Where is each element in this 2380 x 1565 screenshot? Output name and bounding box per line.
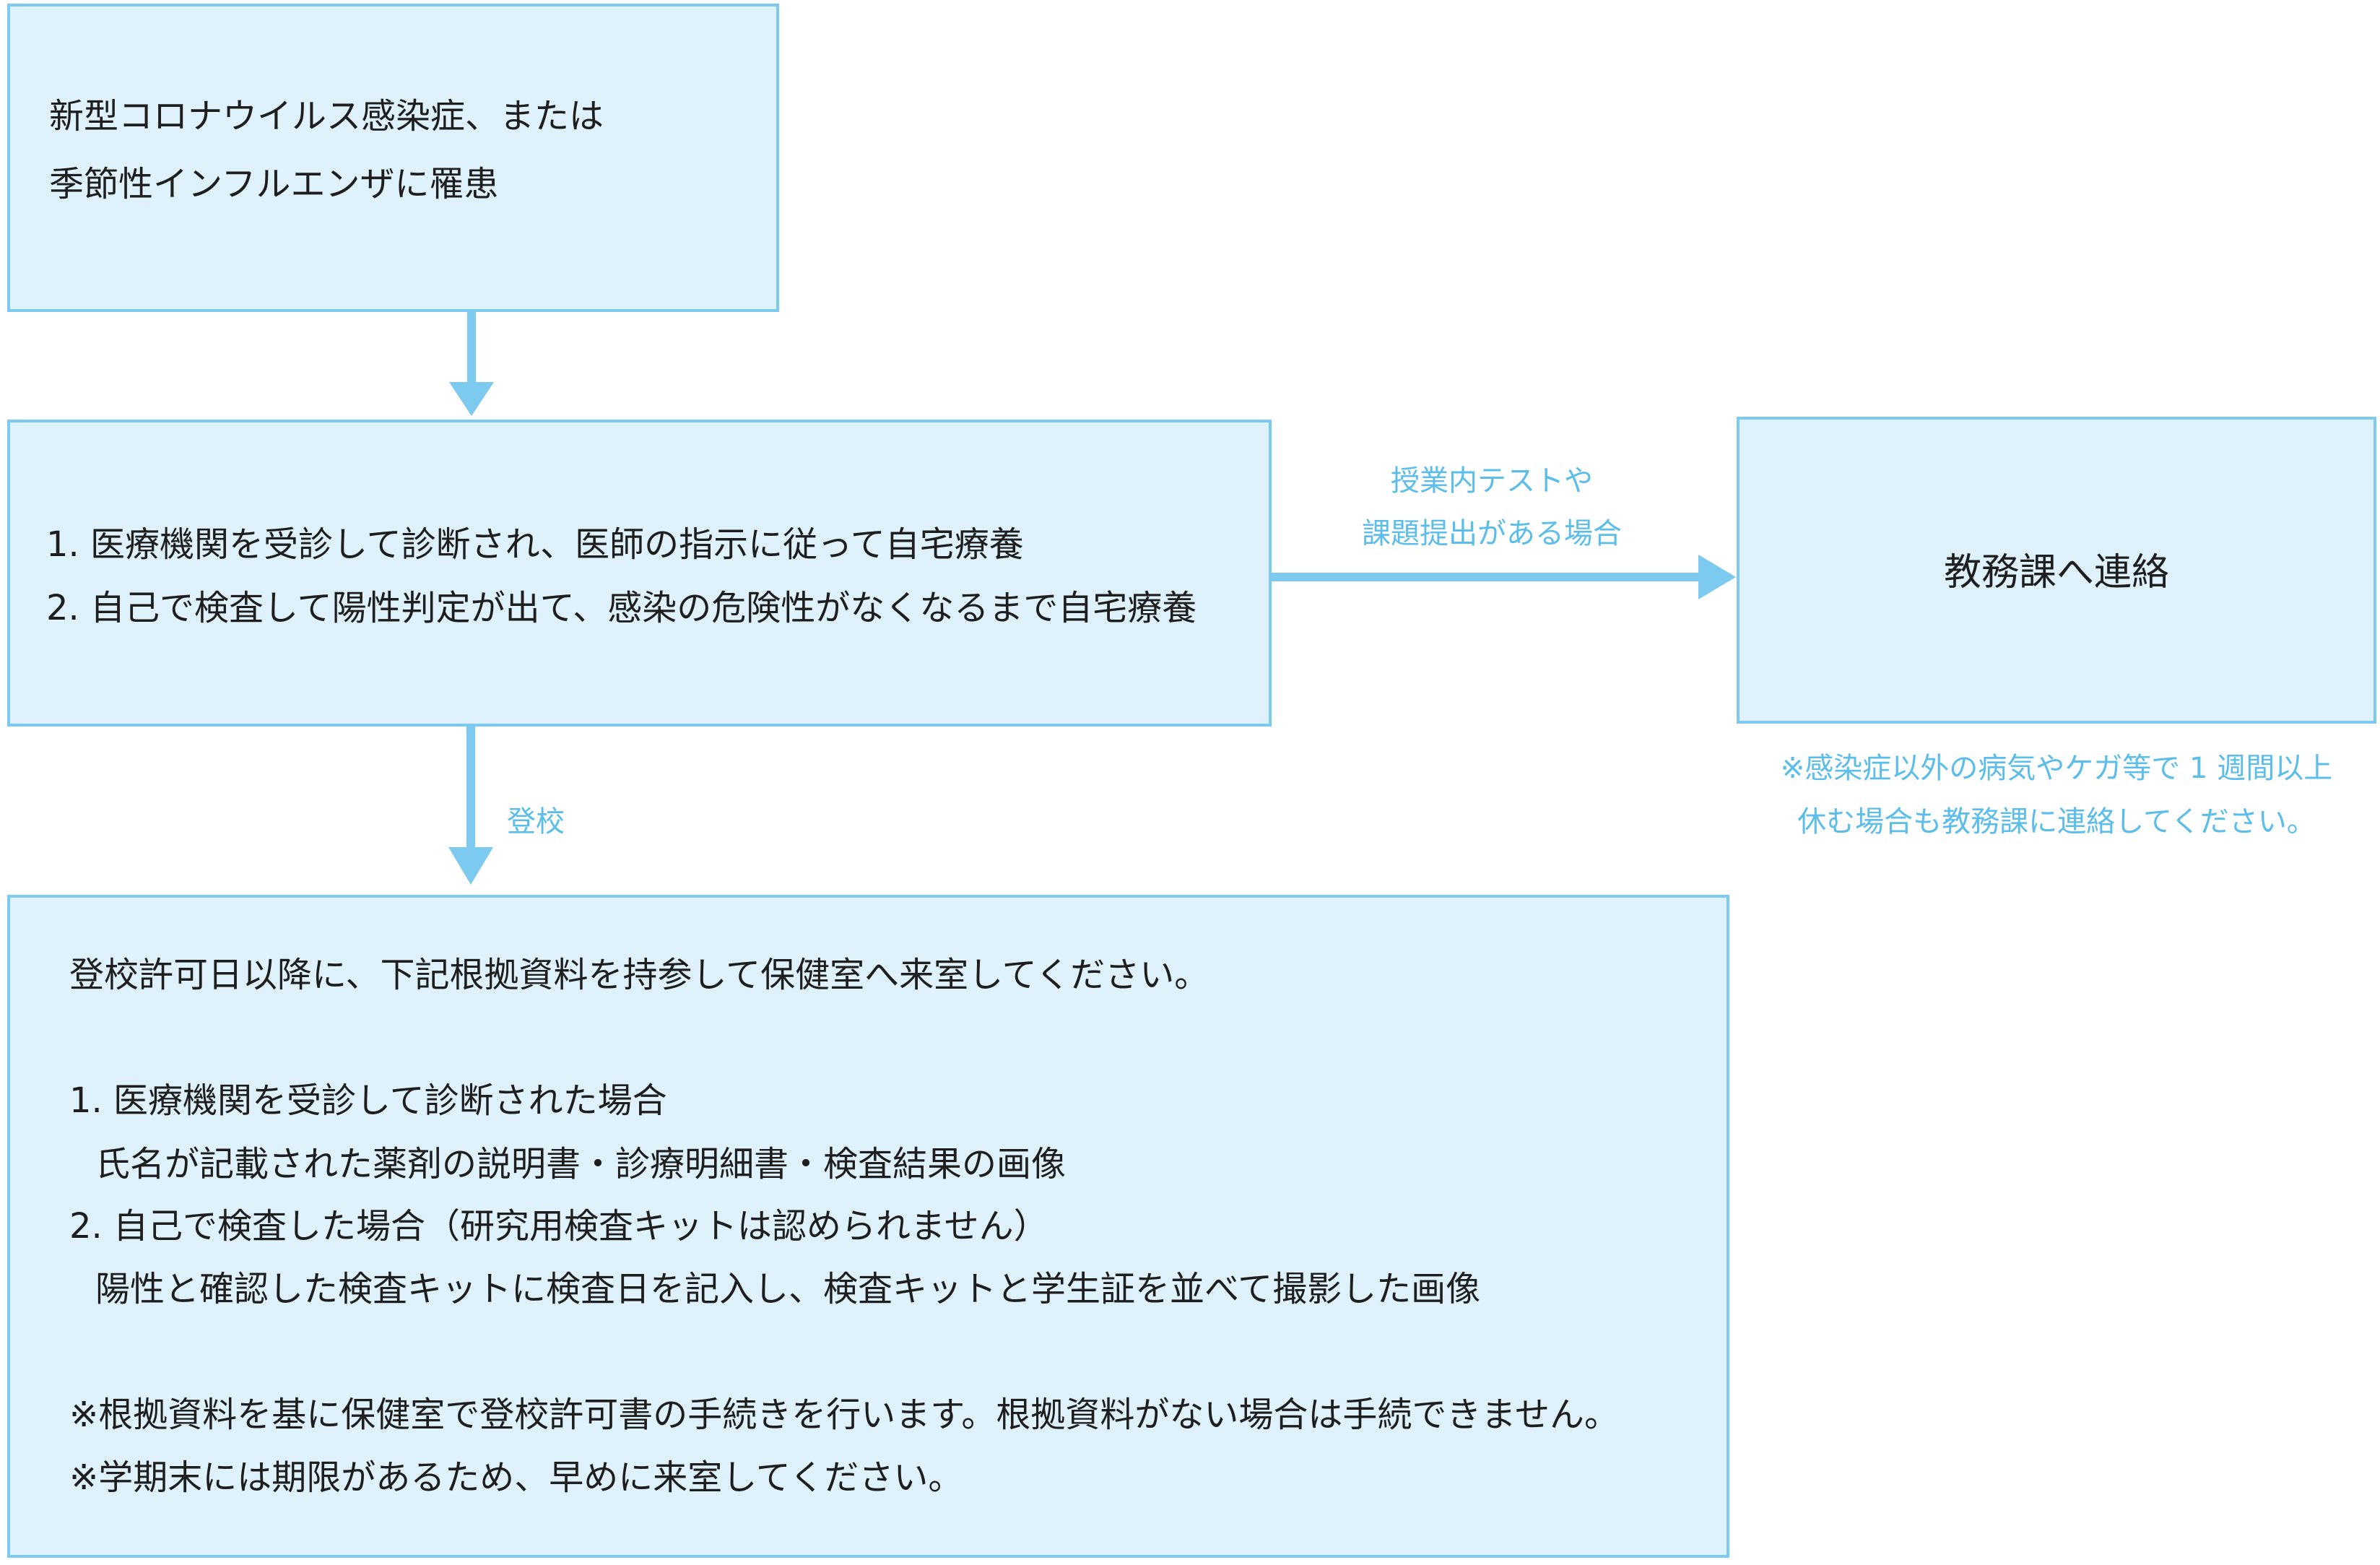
node-contact-office: 教務課へ連絡 [1737, 417, 2376, 724]
return-note-1: ※根拠資料を基に保健室で登校許可書の手続きを行います。根拠資料がない場合は手続で… [69, 1395, 1619, 1435]
node-home-treatment-line-1: 1. 医療機関を受診して診断され、医師の指示に従って自宅療養 [46, 524, 1024, 565]
node-return-to-school: 登校許可日以降に、下記根拠資料を持参して保健室へ来室してください。 1. 医療機… [7, 895, 1729, 1558]
node-infection-line-1: 新型コロナウイルス感染症、または [49, 96, 604, 136]
return-case-2-detail: 陽性と確認した検査キットに検査日を記入し、検査キットと学生証を並べて撮影した画像 [95, 1269, 1481, 1309]
arrow-home-to-school [448, 726, 493, 885]
return-intro: 登校許可日以降に、下記根拠資料を持参して保健室へ来室してください。 [69, 955, 1209, 995]
return-case-1-detail: 氏名が記載された薬剤の説明書・診療明細書・検査結果の画像 [95, 1144, 1067, 1184]
return-case-1-title: 1. 医療機関を受診して診断された場合 [69, 1080, 667, 1121]
arrow-home-to-office [1270, 555, 1736, 599]
edge-label-to-school: 登校 [507, 805, 565, 838]
node-infection-line-2: 季節性インフルエンザに罹患 [49, 164, 499, 204]
return-case-2-title: 2. 自己で検査した場合（研究用検査キットは認められません） [69, 1206, 1048, 1247]
return-note-2: ※学期末には期限があるため、早めに来室してください。 [69, 1457, 963, 1498]
office-note-line-1: ※感染症以外の病気やケガ等で 1 週間以上 [1780, 752, 2333, 785]
office-note-line-2: 休む場合も教務課に連絡してください。 [1797, 805, 2316, 838]
edge-label-to-office-line-2: 課題提出がある場合 [1362, 517, 1622, 550]
edge-label-to-office-line-1: 授業内テストや [1391, 464, 1593, 498]
node-home-treatment: 1. 医療機関を受診して診断され、医師の指示に従って自宅療養 2. 自己で検査し… [7, 420, 1272, 727]
node-infection: 新型コロナウイルス感染症、または 季節性インフルエンザに罹患 [7, 4, 779, 312]
node-contact-office-label: 教務課へ連絡 [1943, 551, 2169, 594]
arrow-infection-to-home [449, 311, 494, 416]
node-home-treatment-line-2: 2. 自己で検査して陽性判定が出て、感染の危険性がなくなるまで自宅療養 [46, 588, 1197, 628]
